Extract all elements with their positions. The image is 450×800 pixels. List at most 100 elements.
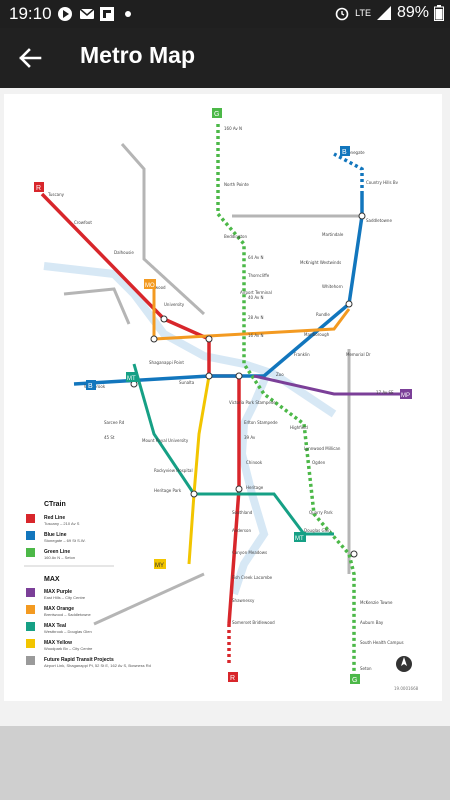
legend-red-name: Red Line <box>44 515 65 521</box>
legend-future-name: Future Rapid Transit Projects <box>44 657 114 663</box>
legend-green-swatch <box>26 548 35 557</box>
legend-orange-swatch <box>26 605 35 614</box>
blue-line-west-badge <box>86 380 96 390</box>
legend-orange-sub: Brentwood – Saddletowne <box>44 612 91 617</box>
station-label: Douglas Glen <box>304 528 331 533</box>
green-badge-label: G <box>352 677 357 684</box>
station-label: Sunalta <box>179 380 195 385</box>
station-label: Southland <box>232 510 253 515</box>
green-line-badge <box>212 108 222 118</box>
metro-map-svg: Tuscany Crowfoot Dalhousie Brentwood Uni… <box>24 108 419 691</box>
legend-purple-sub: East Hills – City Centre <box>44 595 86 600</box>
station-label: Dalhousie <box>114 250 134 255</box>
metro-map[interactable]: Tuscany Crowfoot Dalhousie Brentwood Uni… <box>4 94 442 701</box>
legend-yellow-sub: Woodpark Bv – City Centre <box>44 646 93 651</box>
legend-max-title: MAX <box>44 576 60 583</box>
station-label: 64 Av N <box>248 255 264 260</box>
route-badges: R G B B MT MO MP MT MY G R <box>34 108 412 684</box>
legend-yellow-name: MAX Yellow <box>44 640 72 646</box>
mail-icon <box>79 8 95 19</box>
station-label: Chinook <box>246 460 263 465</box>
teal-badge-label: MT <box>127 376 136 382</box>
station-dot[interactable] <box>160 315 168 323</box>
yellow-badge-label: MY <box>155 563 164 569</box>
station-label: Airport Terminal <box>240 290 272 295</box>
station-dot[interactable] <box>150 335 158 343</box>
future-line-south <box>93 572 205 626</box>
station-label: 39 Av <box>244 435 256 440</box>
bottom-area <box>0 726 450 800</box>
station-label: Stonegate <box>344 150 365 155</box>
station-label: Whitehorn <box>322 284 343 289</box>
green-line <box>216 124 356 674</box>
station-label: Heritage <box>246 485 264 490</box>
red-line-badge <box>34 182 44 192</box>
station-dot[interactable] <box>350 550 358 558</box>
compass-icon <box>396 656 412 672</box>
status-time: 19:10 <box>9 4 52 23</box>
legend-orange-name: MAX Orange <box>44 606 74 612</box>
station-label: University <box>164 302 185 307</box>
station-label: Auburn Bay <box>360 620 384 625</box>
legend-green-sub: 160 Av N – Seton <box>44 555 75 560</box>
alarm-icon <box>335 7 349 21</box>
station-label: Fish Creek Lacombe <box>232 575 273 580</box>
station-label: Franklin <box>294 352 310 357</box>
station-dot[interactable] <box>205 372 213 380</box>
back-arrow-icon[interactable] <box>14 42 46 74</box>
legend-teal-sub: Westbrook – Douglas Glen <box>44 629 92 634</box>
future-line-west <box>63 287 131 325</box>
legend-teal-name: MAX Teal <box>44 623 67 629</box>
teal-badge-label: MT <box>295 536 304 542</box>
teal-badge <box>126 372 138 382</box>
station-label: Shaganappi Point <box>149 360 184 365</box>
station-label: Seton <box>360 666 372 671</box>
blue-badge-label: B <box>88 383 93 390</box>
legend-red-sub: Tuscany – 210 Av S <box>44 521 80 526</box>
station-dot[interactable] <box>190 490 198 498</box>
station-markers <box>130 212 366 558</box>
station-label: Crowfoot <box>74 220 92 225</box>
play-icon <box>58 7 72 21</box>
blue-line <box>73 194 364 386</box>
station-label: 160 Av N <box>224 126 242 131</box>
map-legend: CTrain Red Line Tuscany – 210 Av S Blue … <box>24 501 151 668</box>
legend-blue-swatch <box>26 531 35 540</box>
station-dot[interactable] <box>235 485 243 493</box>
station-label: Canyon Meadows <box>232 550 267 555</box>
station-label: Memorial Dr <box>346 352 371 357</box>
legend-ctrain-title: CTrain <box>44 501 66 508</box>
station-label: South Health Campus <box>360 640 404 645</box>
blue-line-badge <box>340 146 350 156</box>
station-label: 17 Av SE <box>376 390 394 395</box>
yellow-badge <box>154 559 166 569</box>
page-title: Metro Map <box>80 42 195 68</box>
station-label: Somerset Bridlewood <box>232 620 275 625</box>
station-label: Thorncliffe <box>247 273 270 278</box>
max-purple-line <box>253 374 404 396</box>
station-label: Saddletowne <box>366 218 392 223</box>
green-line-south-badge <box>350 674 360 684</box>
station-dot[interactable] <box>358 212 366 220</box>
max-teal-line <box>132 363 334 536</box>
future-line-north <box>120 143 206 316</box>
station-label: McKenzie Towne <box>360 600 393 605</box>
purple-badge <box>400 389 412 399</box>
legend-purple-swatch <box>26 588 35 597</box>
legend-red-swatch <box>26 514 35 523</box>
station-dot[interactable] <box>345 300 353 308</box>
signal-icon <box>376 6 391 20</box>
river <box>43 262 337 596</box>
map-viewer[interactable]: Tuscany Crowfoot Dalhousie Brentwood Uni… <box>0 88 450 726</box>
station-dot[interactable] <box>235 372 243 380</box>
station-dot[interactable] <box>205 335 213 343</box>
station-label: Martindale <box>322 232 344 237</box>
status-bar: 19:10 LTE 89% <box>0 0 450 28</box>
legend-teal-swatch <box>26 622 35 631</box>
station-label: Marlborough <box>304 332 330 337</box>
red-badge-label: R <box>230 675 235 682</box>
legend-yellow-swatch <box>26 639 35 648</box>
flipboard-icon <box>100 7 114 21</box>
red-line-south-badge <box>228 672 238 682</box>
teal-badge-south <box>294 532 306 542</box>
